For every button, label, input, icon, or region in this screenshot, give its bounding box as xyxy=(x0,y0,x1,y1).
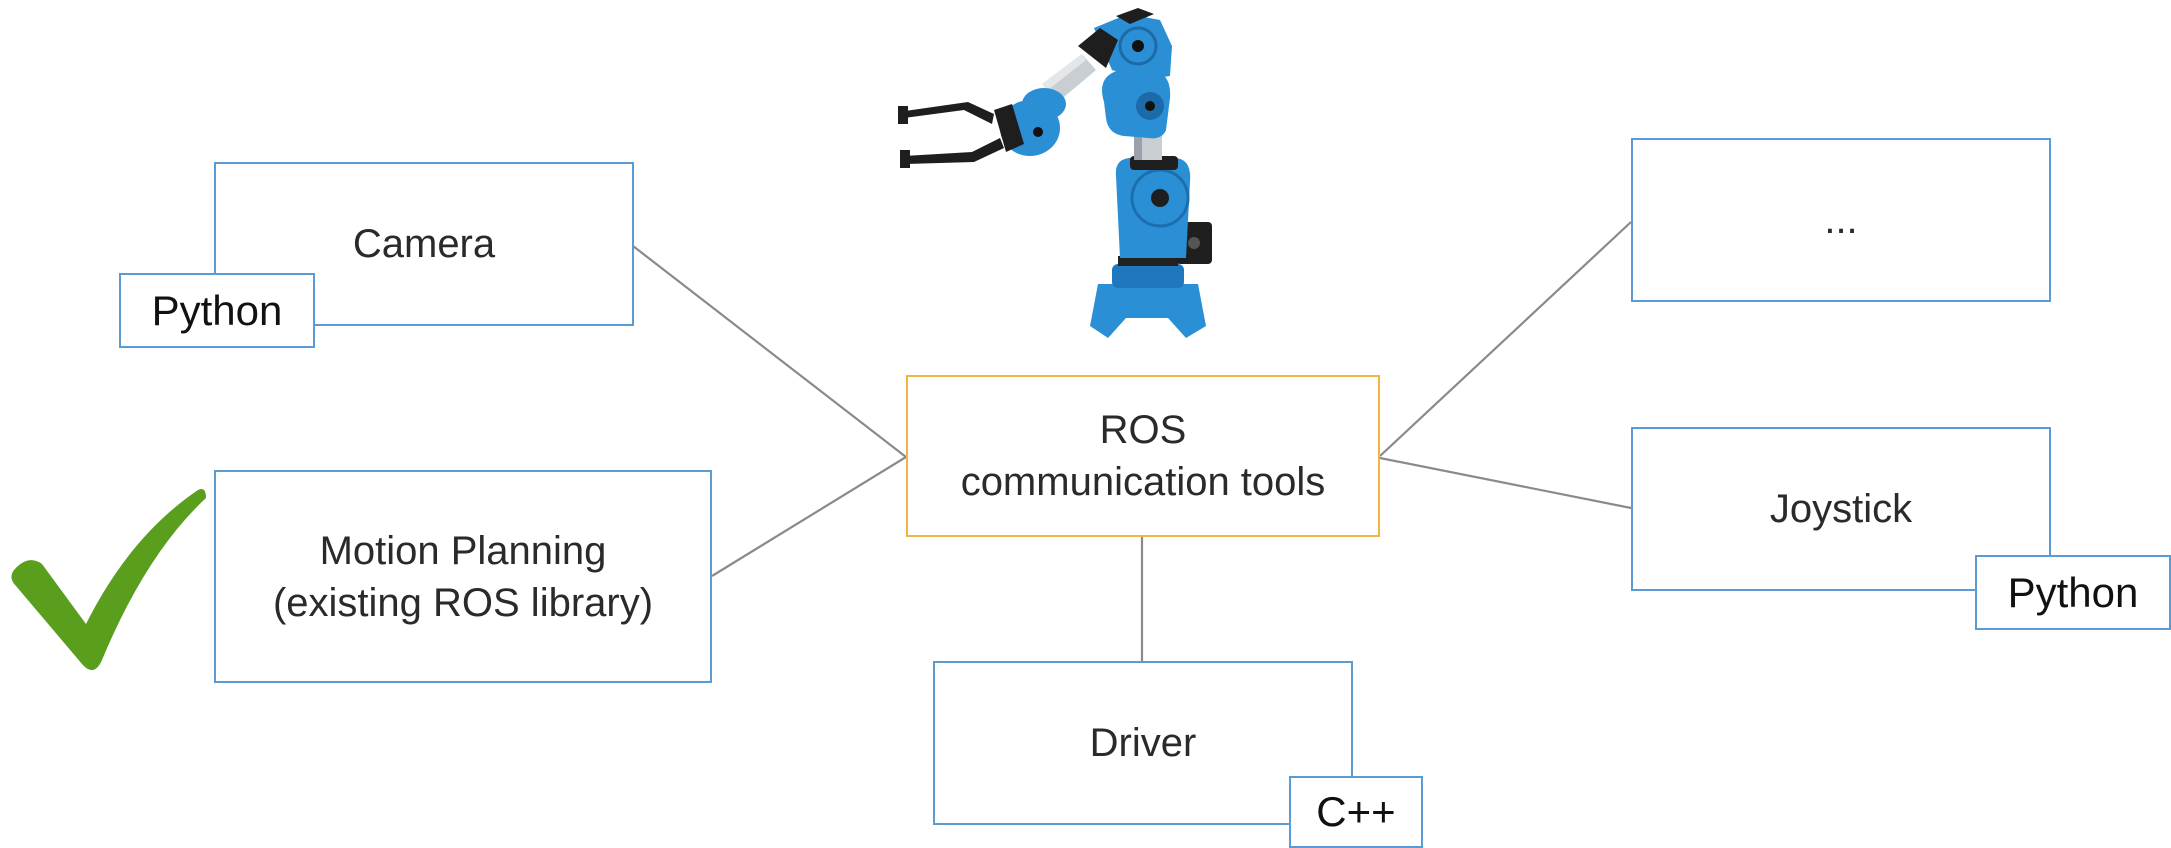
ros-title: ROS xyxy=(1099,408,1187,452)
connector-motion xyxy=(711,456,907,577)
check-mark-icon xyxy=(11,489,206,671)
driver-node-label: Driver xyxy=(1089,721,1197,765)
camera-node: Camera xyxy=(214,162,634,326)
joystick-language-tag-label: Python xyxy=(2007,568,2139,616)
joystick-language-tag: Python xyxy=(1975,555,2171,630)
motion-planning-node: Motion Planning (existing ROS library) xyxy=(214,470,712,683)
motion-planning-subtitle: (existing ROS library) xyxy=(272,580,654,625)
ros-communication-node: ROS communication tools xyxy=(906,375,1380,537)
driver-language-tag-label: C++ xyxy=(1316,788,1396,835)
other-node-label: ... xyxy=(1824,198,1858,242)
connector-joystick xyxy=(1379,456,1632,510)
connector-camera xyxy=(632,245,907,458)
driver-node: Driver xyxy=(933,661,1353,825)
robot-arm-illustration xyxy=(898,8,1212,338)
camera-node-label: Camera xyxy=(352,222,496,266)
ros-subtitle: communication tools xyxy=(960,460,1326,504)
connector-other xyxy=(1379,221,1632,457)
camera-language-tag-label: Python xyxy=(151,286,283,334)
other-node: ... xyxy=(1631,138,2051,302)
camera-language-tag: Python xyxy=(119,273,315,348)
joystick-node-label: Joystick xyxy=(1769,487,1913,531)
driver-language-tag: C++ xyxy=(1289,776,1423,848)
motion-planning-title: Motion Planning xyxy=(319,528,607,573)
